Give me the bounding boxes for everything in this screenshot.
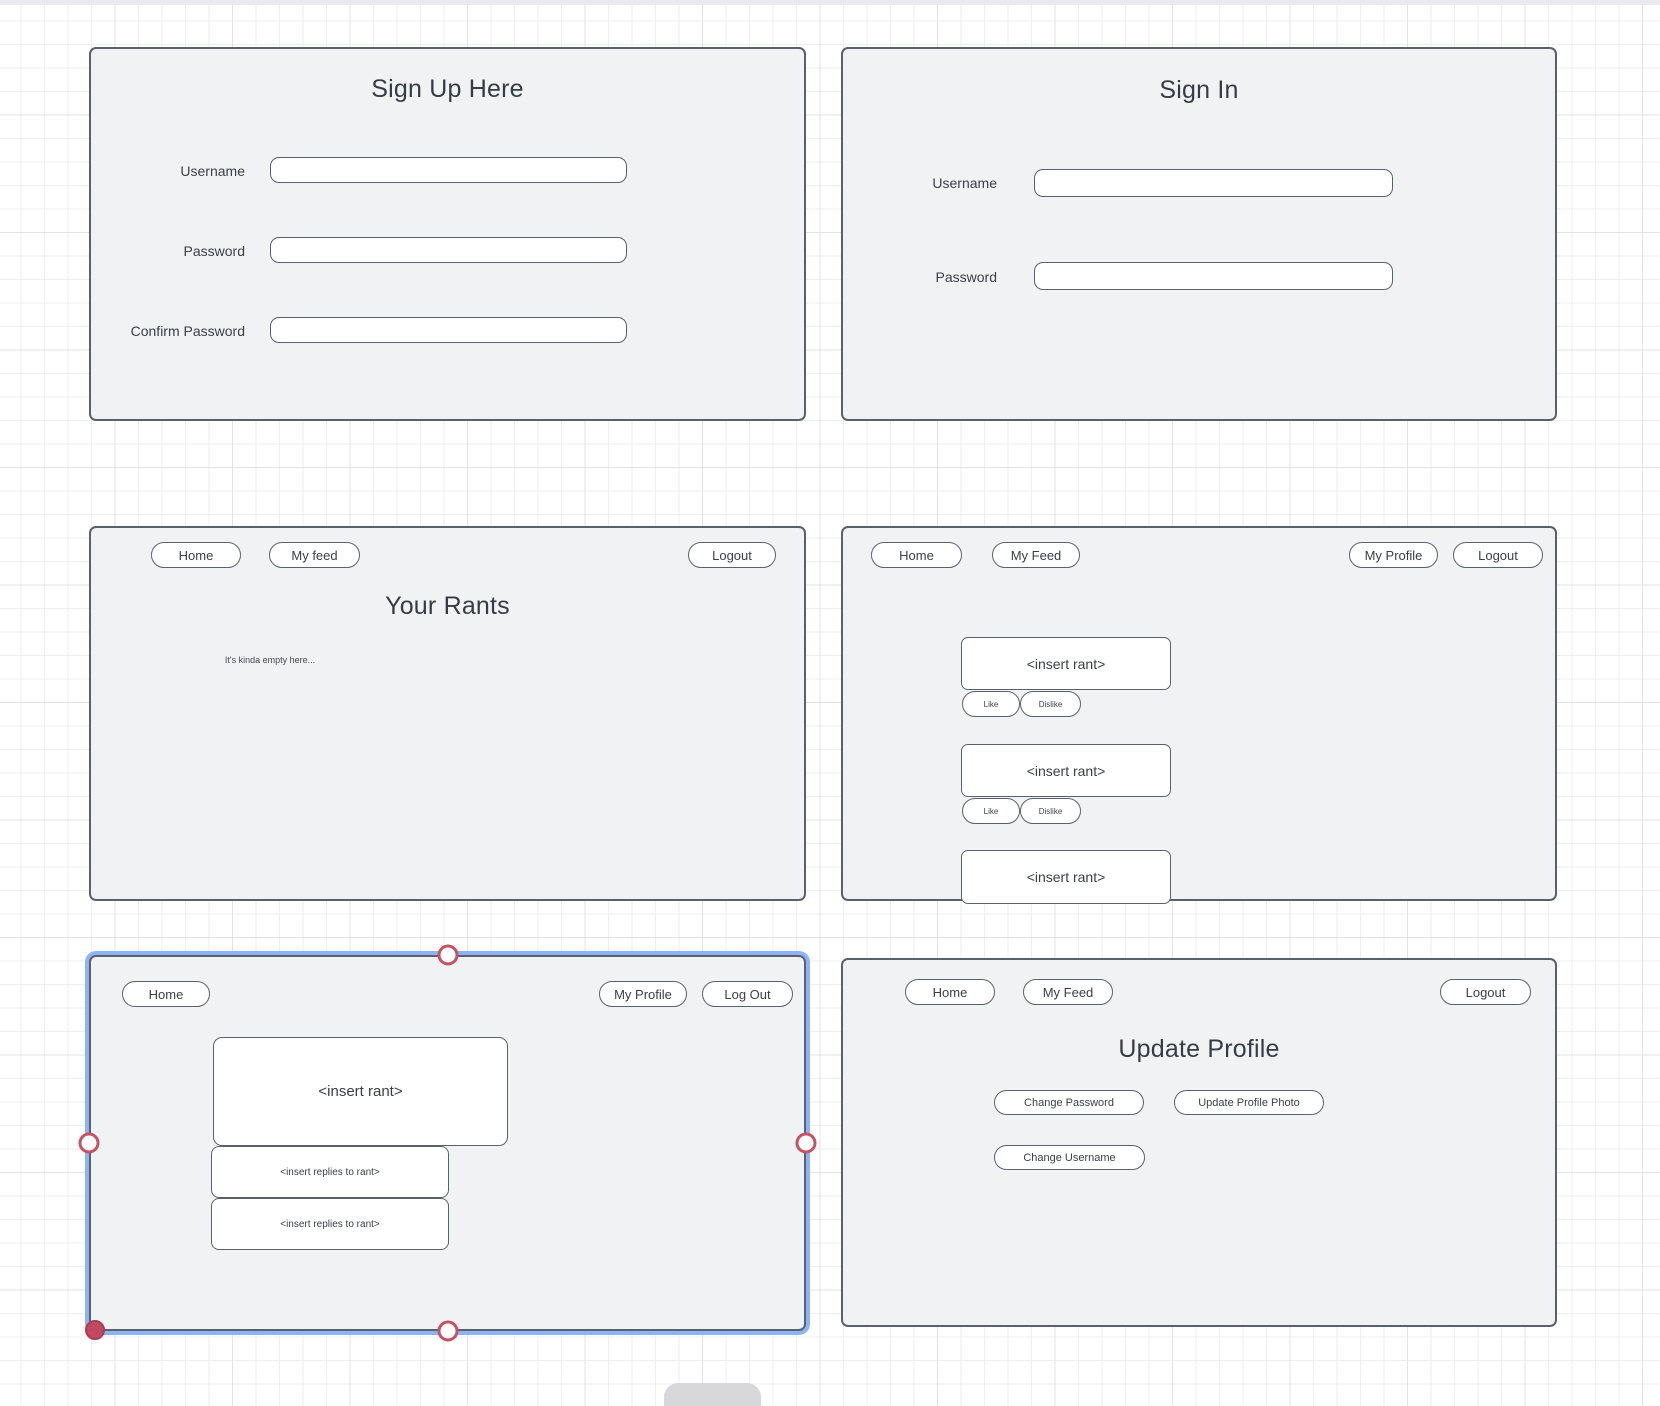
logout-button[interactable]: Logout	[688, 542, 776, 568]
log-out-button[interactable]: Log Out	[702, 981, 793, 1007]
rant-card[interactable]: <insert rant>	[961, 850, 1171, 904]
my-feed-button[interactable]: My Feed	[992, 542, 1080, 568]
username-input[interactable]	[1034, 169, 1393, 197]
my-feed-button[interactable]: My feed	[269, 542, 360, 568]
rant-card[interactable]: <insert rant>	[213, 1037, 508, 1146]
like-button[interactable]: Like	[962, 798, 1020, 824]
change-password-button[interactable]: Change Password	[994, 1090, 1144, 1115]
selection-handle-right[interactable]	[795, 1132, 817, 1154]
like-button[interactable]: Like	[962, 691, 1020, 717]
wireframe-sign-in-panel[interactable]: Sign In Username Password	[841, 47, 1557, 421]
selection-handle-top[interactable]	[437, 944, 459, 966]
empty-state-text: It's kinda empty here...	[224, 655, 316, 665]
home-button[interactable]: Home	[905, 979, 995, 1005]
my-profile-button[interactable]: My Profile	[599, 981, 687, 1007]
confirm-password-input[interactable]	[270, 317, 627, 343]
selection-handle-bottom-left[interactable]	[85, 1320, 105, 1340]
logout-button[interactable]: Logout	[1453, 542, 1543, 568]
update-profile-photo-button[interactable]: Update Profile Photo	[1174, 1090, 1324, 1115]
wireframe-feed-panel[interactable]: Home My Feed My Profile Logout <insert r…	[841, 526, 1557, 904]
password-label: Password	[183, 243, 245, 259]
dislike-button[interactable]: Dislike	[1020, 691, 1081, 717]
home-button[interactable]: Home	[151, 542, 241, 568]
rant-card[interactable]: <insert rant>	[961, 744, 1171, 797]
my-feed-button[interactable]: My Feed	[1023, 979, 1113, 1005]
confirm-password-label: Confirm Password	[130, 323, 245, 339]
username-label: Username	[932, 175, 997, 191]
canvas-bottom-toolbar-tab[interactable]	[664, 1383, 761, 1406]
wireframe-sign-up-panel[interactable]: Sign Up Here Username Password Confirm P…	[89, 47, 806, 421]
reply-card[interactable]: <insert replies to rant>	[211, 1146, 449, 1198]
selection-handle-left[interactable]	[78, 1132, 100, 1154]
password-label: Password	[935, 269, 997, 285]
username-input[interactable]	[270, 157, 627, 183]
dislike-button[interactable]: Dislike	[1020, 798, 1081, 824]
logout-button[interactable]: Logout	[1440, 979, 1531, 1005]
password-input[interactable]	[270, 237, 627, 263]
my-profile-button[interactable]: My Profile	[1349, 542, 1438, 568]
reply-card[interactable]: <insert replies to rant>	[211, 1198, 449, 1250]
canvas-top-edge	[0, 0, 1660, 5]
home-button[interactable]: Home	[871, 542, 962, 568]
username-label: Username	[180, 163, 245, 179]
rant-card[interactable]: <insert rant>	[961, 637, 1171, 690]
change-username-button[interactable]: Change Username	[994, 1145, 1145, 1170]
wireframe-update-profile-panel[interactable]: Home My Feed Logout Update Profile Chang…	[841, 958, 1557, 1327]
home-button[interactable]: Home	[122, 981, 210, 1007]
sign-in-title: Sign In	[1159, 76, 1239, 104]
your-rants-title: Your Rants	[385, 592, 510, 620]
sign-up-title: Sign Up Here	[371, 75, 524, 103]
selection-handle-bottom[interactable]	[437, 1320, 459, 1342]
password-input[interactable]	[1034, 262, 1393, 290]
wireframe-rant-detail-panel[interactable]: Home My Profile Log Out <insert rant> <i…	[89, 955, 806, 1331]
update-profile-title: Update Profile	[1118, 1035, 1280, 1063]
wireframe-your-rants-panel[interactable]: Home My feed Logout Your Rants It's kind…	[89, 526, 806, 901]
